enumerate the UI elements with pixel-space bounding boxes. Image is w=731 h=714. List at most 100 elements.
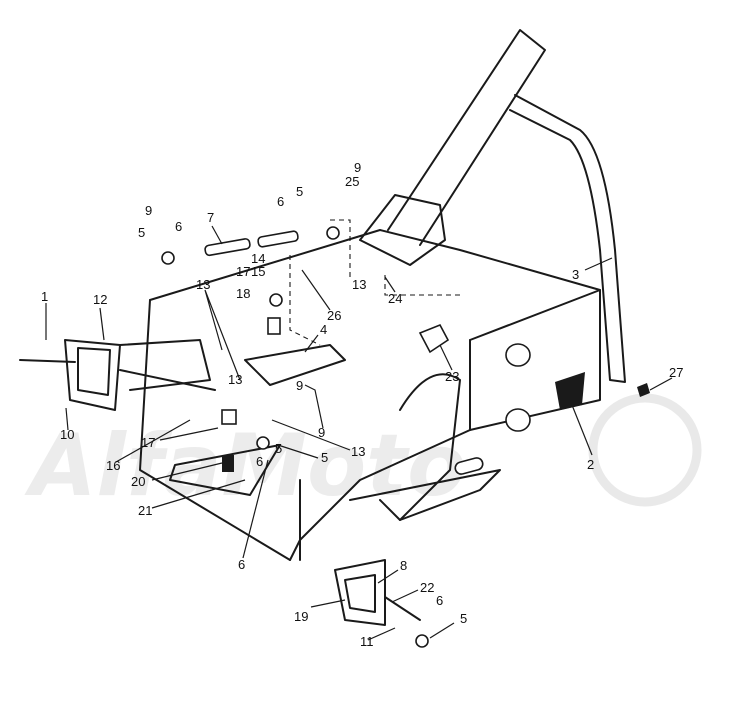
panel-slot (454, 457, 484, 475)
panel-hole-lower (505, 408, 531, 432)
leader-23 (439, 344, 453, 371)
bolt-20 (222, 455, 234, 472)
leader-20 (151, 462, 223, 481)
leader-12 (99, 307, 105, 341)
leader-5c (277, 444, 319, 459)
callout-9-c: 9 (318, 425, 325, 440)
callout-6-d: 6 (436, 593, 443, 608)
panel-hole-upper (505, 343, 531, 367)
leader-9c (304, 384, 324, 429)
bushing-17 (221, 409, 237, 425)
callout-13-a: 13 (196, 277, 210, 292)
leader-5d (429, 622, 455, 639)
steering-column (387, 29, 546, 246)
callout-5-b: 5 (296, 184, 303, 199)
bracket-2 (555, 372, 585, 410)
left-bracket-inner (77, 347, 111, 396)
column-bracket (359, 194, 446, 266)
leader-2 (569, 399, 593, 456)
callout-7: 7 (207, 210, 214, 225)
callout-13-d: 13 (228, 372, 242, 387)
floor-rail (379, 373, 461, 521)
leader-21 (151, 479, 246, 509)
leader-24 (384, 276, 396, 293)
leader-10 (65, 407, 69, 431)
callout-10: 10 (60, 427, 74, 442)
callout-3: 3 (572, 267, 579, 282)
callout-13-c: 13 (351, 444, 365, 459)
callout-11: 11 (360, 634, 374, 649)
nut-5-left (161, 251, 175, 265)
leader-26 (301, 269, 331, 311)
leader-19 (310, 599, 346, 608)
drag-link-left (204, 238, 251, 257)
leader-8 (377, 569, 399, 584)
leader-17b (159, 427, 219, 441)
leader-lines (45, 225, 673, 641)
nut-5-right (326, 226, 340, 240)
callout-6-a: 6 (175, 219, 182, 234)
lower-bracket (334, 559, 386, 626)
left-bracket (64, 339, 121, 411)
washer-17 (269, 293, 283, 307)
leader-4 (304, 334, 319, 353)
tie-rod-lower (384, 596, 421, 621)
side-panel-top (469, 289, 601, 341)
tie-rod-center (119, 369, 216, 391)
leader-11 (367, 627, 396, 641)
callout-4: 4 (320, 322, 327, 337)
nut-27 (637, 383, 650, 397)
watermark-text: AlfaMoto (24, 416, 466, 516)
nut-5-lower (415, 634, 429, 648)
roll-bar (509, 94, 626, 383)
callout-14: 14 (251, 251, 265, 266)
spacer-18 (267, 317, 281, 335)
callout-22: 22 (420, 580, 434, 595)
callout-15: 15 (251, 264, 265, 279)
lower-bracket-inner (344, 574, 376, 613)
leader-22 (391, 589, 419, 603)
drag-link-right (257, 230, 299, 248)
callout-21: 21 (138, 503, 152, 518)
callout-2: 2 (587, 457, 594, 472)
lower-left-frame (139, 299, 291, 561)
tie-bracket (119, 339, 211, 391)
callout-17-a: 17 (236, 264, 250, 279)
leader-16 (115, 419, 191, 463)
callout-9-b: 9 (354, 160, 361, 175)
callout-9-d: 9 (296, 378, 303, 393)
nut-5-center (256, 436, 270, 450)
upper-frame (149, 229, 601, 561)
callout-25: 25 (345, 174, 359, 189)
callout-1: 1 (41, 289, 48, 304)
leader-13a (204, 289, 241, 381)
footrest (349, 469, 501, 521)
clamp-23 (418, 323, 450, 354)
callout-27: 27 (669, 365, 683, 380)
callout-5-a: 5 (138, 225, 145, 240)
leader-3 (584, 257, 613, 271)
callout-20: 20 (131, 474, 145, 489)
callout-8: 8 (400, 558, 407, 573)
pitman-plate (244, 344, 346, 386)
hidden-line-3 (289, 255, 321, 346)
leader-6c (242, 459, 269, 559)
callout-18: 18 (236, 286, 250, 301)
frame-assembly (19, 29, 650, 648)
callout-19: 19 (294, 609, 308, 624)
callout-6-e: 6 (256, 454, 263, 469)
callout-13-b: 13 (352, 277, 366, 292)
callout-5-c: 5 (321, 450, 328, 465)
callout-6-c: 6 (238, 557, 245, 572)
callout-5-e: 5 (275, 441, 282, 456)
callout-6-b: 6 (277, 194, 284, 209)
leader-7 (211, 225, 223, 245)
callout-26: 26 (327, 308, 341, 323)
callout-labels: 1 2 3 4 5 5 5 5 5 6 6 6 6 6 7 8 9 9 9 9 … (41, 160, 683, 649)
hidden-line-2 (384, 275, 460, 296)
callout-23: 23 (445, 369, 459, 384)
callout-16: 16 (106, 458, 120, 473)
leader-27 (649, 377, 673, 391)
leader-13b (271, 419, 351, 451)
